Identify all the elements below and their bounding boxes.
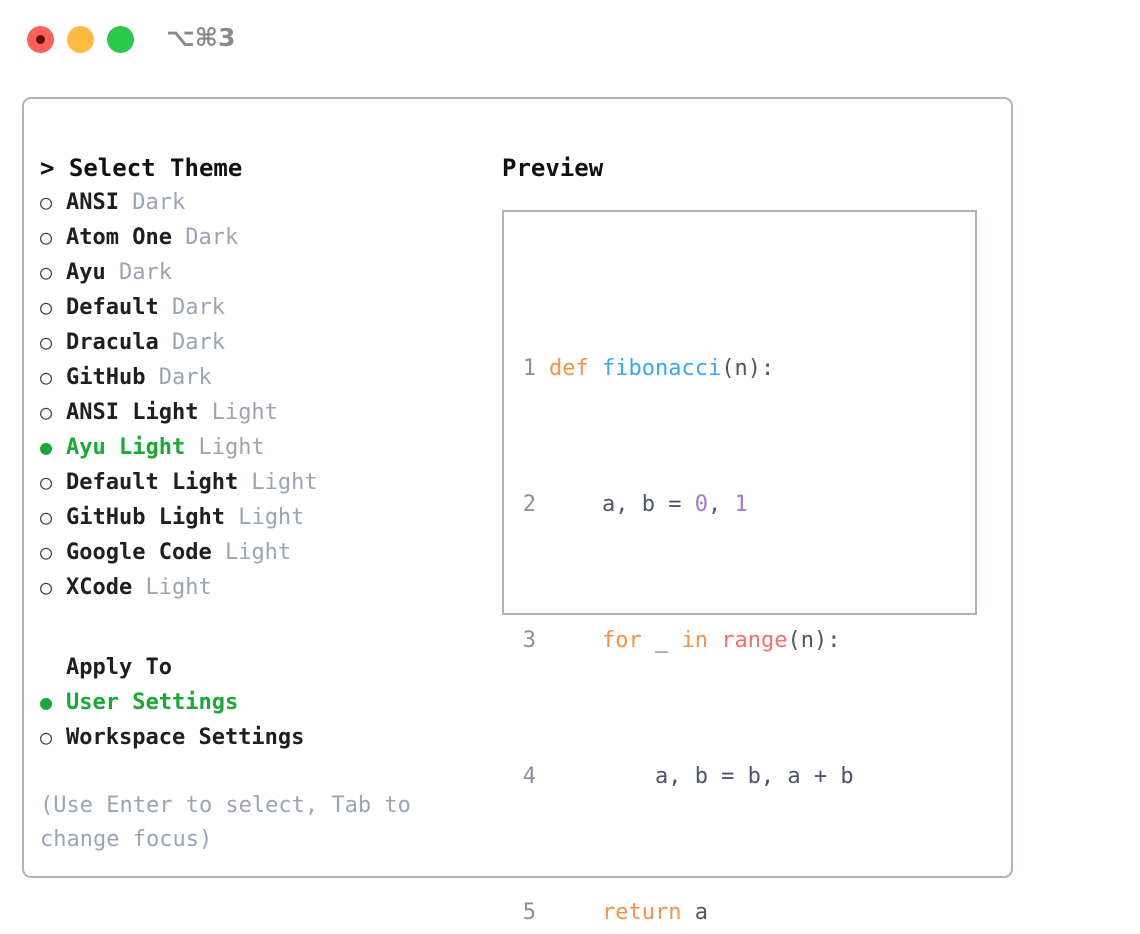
apply-to-heading: Apply To xyxy=(66,655,172,680)
list-item-label: ANSI Light xyxy=(66,400,199,425)
list-item[interactable]: ○ GitHub Light Light xyxy=(40,500,480,535)
list-item[interactable]: ○ ANSI Dark xyxy=(40,185,480,220)
code-token: , xyxy=(707,492,735,517)
code-line: 3 for _ in range(n): xyxy=(520,624,880,658)
radio-icon: ○ xyxy=(40,295,53,319)
line-number: 5 xyxy=(522,900,536,925)
list-item-label: XCode xyxy=(66,575,133,600)
radio-icon: ○ xyxy=(40,400,53,424)
list-item-tag: Light xyxy=(238,470,318,495)
code-token: return xyxy=(549,900,695,925)
list-item-tag: Dark xyxy=(171,225,239,250)
list-item-tag: Dark xyxy=(158,295,225,320)
code-token: 1 xyxy=(734,492,748,517)
code-token: range xyxy=(721,628,788,653)
list-item[interactable]: ○ XCode Light xyxy=(40,570,480,605)
list-item[interactable]: ○ GitHub Dark xyxy=(40,360,480,395)
list-item-tag: Dark xyxy=(118,190,186,215)
radio-icon: ○ xyxy=(40,260,53,284)
code-token: 0 xyxy=(694,492,708,517)
list-item-tag: Light xyxy=(211,540,292,565)
minimize-button[interactable] xyxy=(67,26,94,53)
list-item[interactable]: ○ Atom One Dark xyxy=(40,220,480,255)
list-item[interactable]: ○ Default Dark xyxy=(40,290,480,325)
list-item-label: Dracula xyxy=(66,330,159,355)
list-item[interactable]: ○ Default Light Light xyxy=(40,465,480,500)
close-button[interactable] xyxy=(27,26,54,53)
code-token: a, b = xyxy=(549,492,695,517)
list-item-label: Workspace Settings xyxy=(66,725,305,750)
window-controls xyxy=(27,26,134,53)
code-token: (n): xyxy=(787,628,841,653)
list-item-tag: Dark xyxy=(145,365,212,390)
keyboard-hint: (Use Enter to select, Tab to change focu… xyxy=(40,793,411,852)
list-item[interactable]: ○ Dracula Dark xyxy=(40,325,480,360)
radio-icon: ○ xyxy=(40,365,53,389)
radio-icon: ○ xyxy=(40,540,53,564)
hint-gap xyxy=(40,755,480,789)
list-item-selected[interactable]: ● Ayu Light Light xyxy=(40,430,480,465)
radio-icon: ○ xyxy=(40,330,53,354)
radio-icon-selected: ● xyxy=(40,435,53,459)
radio-icon: ○ xyxy=(40,725,53,749)
list-item-label: Atom One xyxy=(66,225,172,250)
main-panel: > Select Theme ○ ANSI Dark ○ Atom One Dark… xyxy=(22,97,1013,925)
list-gap xyxy=(40,605,480,651)
line-number: 3 xyxy=(522,628,536,653)
line-number: 2 xyxy=(522,492,536,517)
list-item[interactable]: ○ Google Code Light xyxy=(40,535,480,570)
window-title: ⌥⌘3 xyxy=(166,23,236,52)
code-token: a, b = b, a + b xyxy=(549,764,854,789)
list-item-label: ANSI xyxy=(66,190,119,215)
line-number: 1 xyxy=(522,356,536,381)
code-token: for xyxy=(549,628,655,653)
code-line: 5 return a xyxy=(520,896,880,930)
code-line: 4 a, b = b, a + b xyxy=(520,760,880,794)
radio-icon: ○ xyxy=(40,190,53,214)
code-line: 2 a, b = 0, 1 xyxy=(520,488,880,522)
list-item-tag: Dark xyxy=(105,260,172,285)
code-token: fibonacci xyxy=(601,356,722,381)
list-item-tag: Light xyxy=(198,400,278,425)
apply-to-list: ● User Settings ○ Workspace Settings xyxy=(40,685,480,755)
list-item-label: Default Light xyxy=(66,470,239,495)
list-item-tag: Light xyxy=(185,435,265,460)
code-token: in xyxy=(681,628,722,653)
radio-icon: ○ xyxy=(40,505,53,529)
preview-title: Preview xyxy=(502,154,604,182)
theme-option-list: ○ ANSI Dark ○ Atom One Dark ○ Ayu Dark ○ Def… xyxy=(40,185,480,605)
list-item-label: GitHub Light xyxy=(66,505,225,530)
list-item-tag: Dark xyxy=(158,330,225,355)
code-token: _ xyxy=(654,628,682,653)
radio-icon: ○ xyxy=(40,470,53,494)
apply-to-workspace-settings[interactable]: ○ Workspace Settings xyxy=(40,720,480,755)
code-line: 1 def fibonacci(n): xyxy=(520,352,880,386)
apply-to-user-settings[interactable]: ● User Settings xyxy=(40,685,480,720)
line-number: 4 xyxy=(522,764,536,789)
list-item-label: GitHub xyxy=(66,365,146,390)
code-token: a xyxy=(694,900,708,925)
radio-icon: ○ xyxy=(40,575,53,599)
list-item[interactable]: ○ Ayu Dark xyxy=(40,255,480,290)
code-token: def xyxy=(549,356,602,381)
radio-icon: ○ xyxy=(40,225,53,249)
list-item[interactable]: ○ ANSI Light Light xyxy=(40,395,480,430)
list-item-tag: Light xyxy=(224,505,305,530)
list-item-label: Ayu Light xyxy=(66,435,186,460)
list-item-label: Ayu xyxy=(66,260,106,285)
maximize-button[interactable] xyxy=(107,26,134,53)
list-item-label: User Settings xyxy=(66,690,239,715)
title-bar: ⌥⌘3 xyxy=(0,0,1140,78)
theme-picker-column: > Select Theme ○ ANSI Dark ○ Atom One Dark… xyxy=(40,151,480,857)
list-item-label: Google Code xyxy=(66,540,212,565)
radio-icon-selected: ● xyxy=(40,690,53,714)
list-item-label: Default xyxy=(66,295,159,320)
code-token: (n): xyxy=(721,356,775,381)
page-title: > Select Theme xyxy=(40,154,243,182)
list-item-tag: Light xyxy=(132,575,212,600)
